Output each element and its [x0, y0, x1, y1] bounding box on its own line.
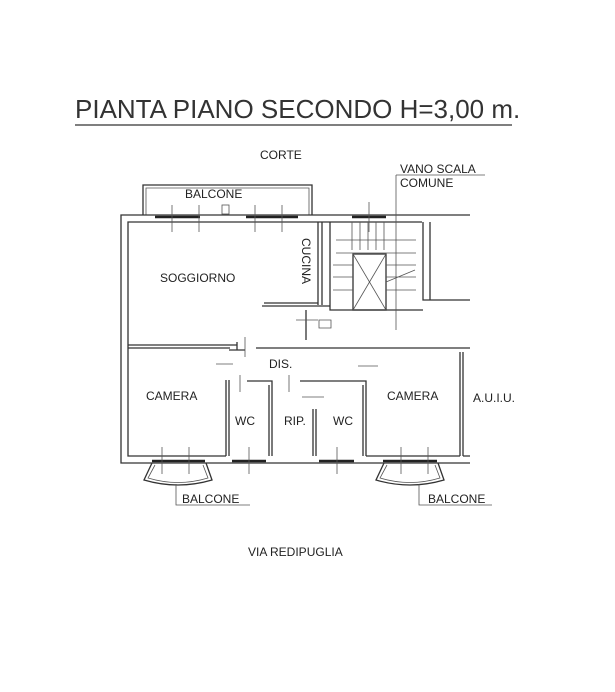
label-rip: RIP.: [284, 414, 306, 428]
label-vano-scala: VANO SCALA: [400, 162, 476, 176]
balcony-bottom-right: [375, 462, 492, 506]
balcony-bottom-left: [143, 462, 250, 506]
label-balcone-bottom-left: BALCONE: [182, 492, 239, 506]
balcony-top: [142, 184, 313, 215]
label-dis: DIS.: [269, 357, 292, 371]
label-wc-right: WC: [333, 414, 353, 428]
label-via-redipuglia: VIA REDIPUGLIA: [248, 545, 343, 559]
label-auiu: A.U.I.U.: [473, 391, 515, 405]
label-wc-left: WC: [235, 414, 255, 428]
walls: [120, 174, 485, 474]
label-camera-right: CAMERA: [387, 389, 438, 403]
label-balcone-bottom-right: BALCONE: [428, 492, 485, 506]
label-soggiorno: SOGGIORNO: [160, 271, 235, 285]
label-camera-left: CAMERA: [146, 389, 197, 403]
plan-title: PIANTA PIANO SECONDO H=3,00 m.: [75, 94, 520, 124]
label-comune: COMUNE: [400, 176, 453, 190]
label-corte: CORTE: [260, 148, 302, 162]
label-cucina: CUCINA: [299, 238, 313, 284]
label-balcone-top: BALCONE: [185, 187, 242, 201]
